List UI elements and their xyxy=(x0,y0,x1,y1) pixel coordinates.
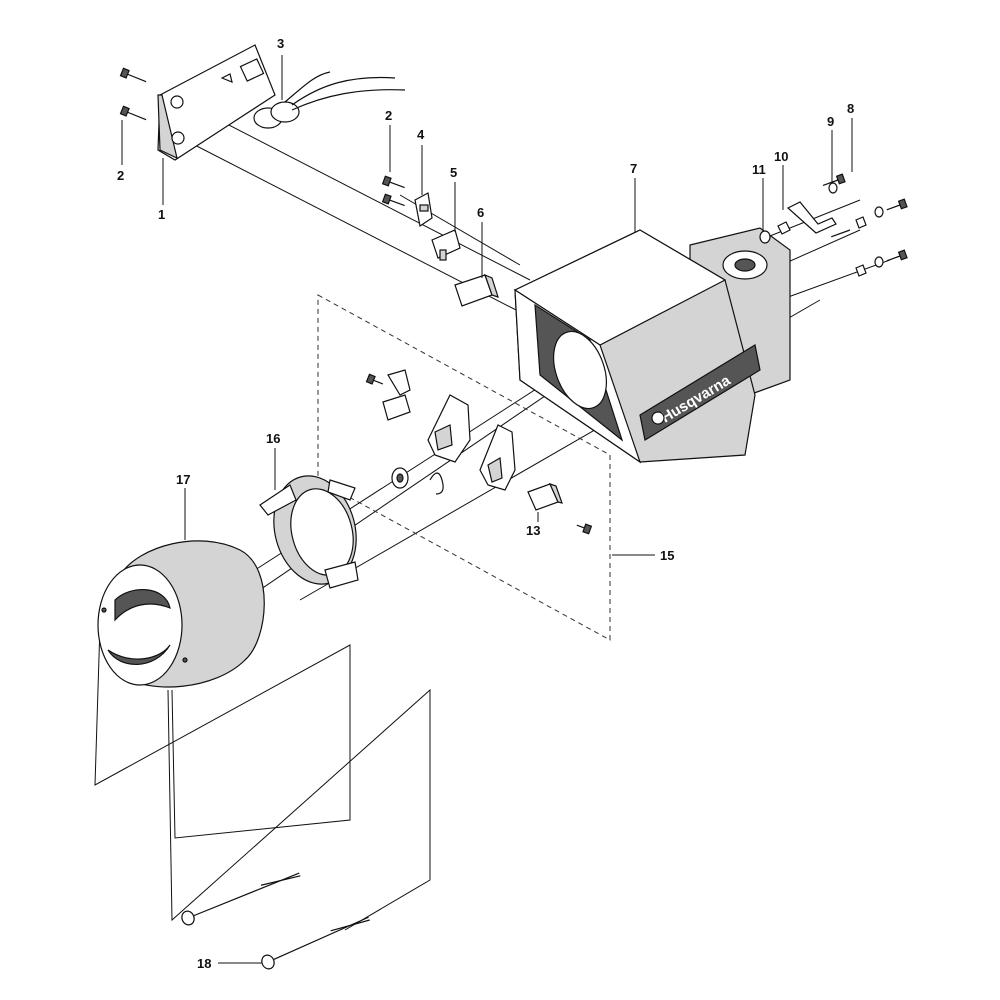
callout-11: 11 xyxy=(752,162,766,177)
callout-13: 13 xyxy=(526,523,540,538)
part-8-screw xyxy=(822,173,846,187)
callout-2-right: 2 xyxy=(385,108,392,123)
callout-17: 17 xyxy=(176,472,190,487)
callout-1: 1 xyxy=(158,207,165,222)
brush-springs xyxy=(391,467,444,495)
part-10-bracket xyxy=(786,201,837,234)
brush-kit-boundary xyxy=(317,294,611,641)
part-16-fan-baffle xyxy=(259,475,359,589)
part-4-switch-clip xyxy=(414,192,433,228)
brush-holder-right xyxy=(479,424,516,491)
screw-reference-lines xyxy=(94,624,431,931)
part-11-washer xyxy=(759,221,791,244)
part-18-long-screws xyxy=(181,872,370,970)
callout-4: 4 xyxy=(417,127,425,142)
callout-15: 15 xyxy=(660,548,674,563)
callout-18: 18 xyxy=(197,956,211,971)
part-1-cover-plate xyxy=(157,44,276,161)
part-5-switch xyxy=(431,229,461,261)
right-side-hardware xyxy=(831,198,908,277)
part-6-capacitor xyxy=(454,273,499,307)
callout-9: 9 xyxy=(827,114,834,129)
callout-labels: 1 2 3 2 4 5 6 7 8 9 10 11 13 15 16 17 18 xyxy=(117,36,854,971)
callout-8: 8 xyxy=(847,101,854,116)
callout-10: 10 xyxy=(774,149,788,164)
part-3-suppressor-coil xyxy=(253,71,406,129)
part-7-motor-housing: Husqvarna xyxy=(513,227,791,464)
callout-2-left: 2 xyxy=(117,168,124,183)
part-13-carbon-brush xyxy=(527,483,593,535)
leader-lines xyxy=(121,55,853,964)
part-2-screws-lower xyxy=(381,175,405,207)
brush-holder-left xyxy=(365,369,471,463)
part-17-stator xyxy=(97,540,265,688)
part-9-washer xyxy=(828,182,838,194)
callout-16: 16 xyxy=(266,431,280,446)
callout-3: 3 xyxy=(277,36,284,51)
callout-5: 5 xyxy=(450,165,457,180)
brand-crown-icon xyxy=(651,411,665,425)
callout-6: 6 xyxy=(477,205,484,220)
part-2-screws-upper xyxy=(119,67,147,121)
callout-7: 7 xyxy=(630,161,637,176)
